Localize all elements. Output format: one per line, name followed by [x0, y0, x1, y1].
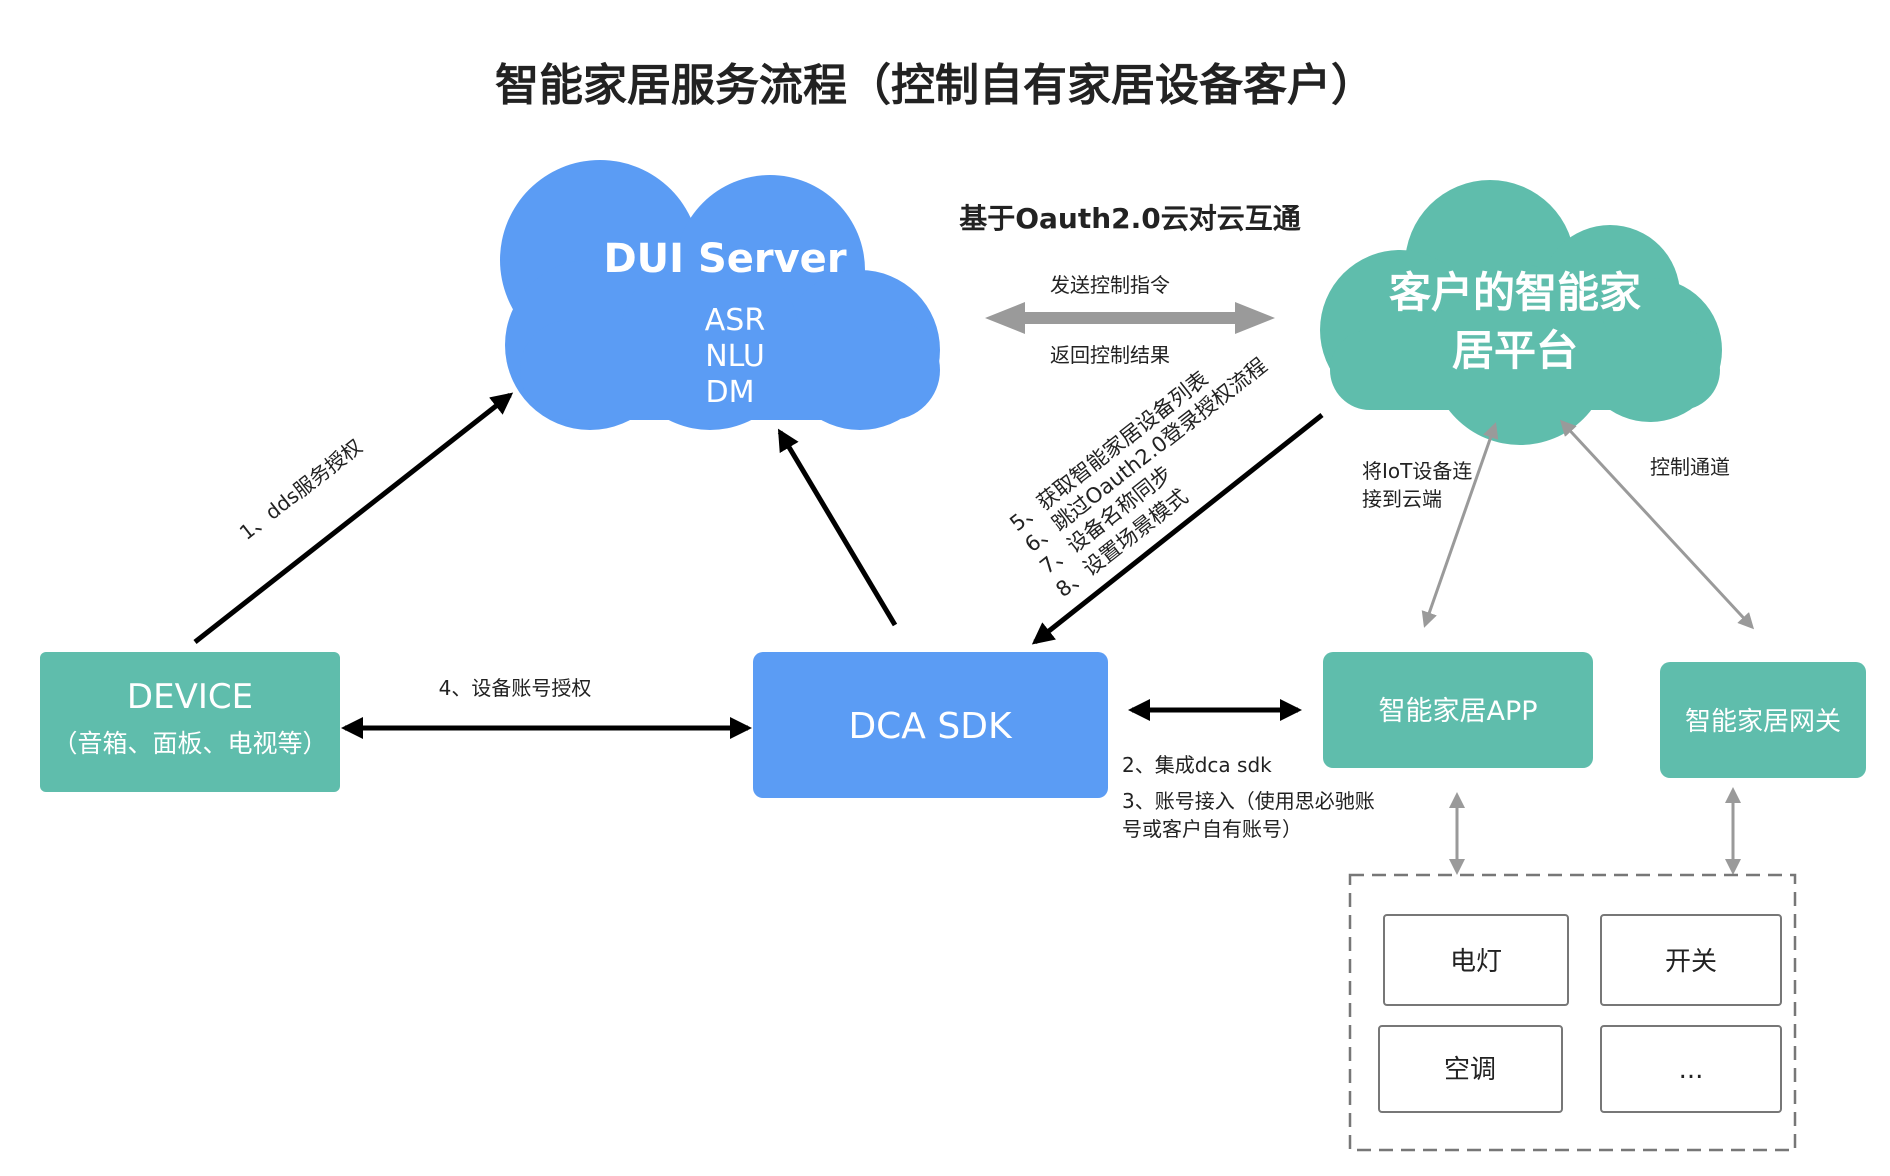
steps-5-8-labels: 5、获取智能家居设备列表 6、跳过Oauth2.0登录授权流程 7、设备名称同步…: [1005, 353, 1271, 602]
cloud-to-cloud-arrow: [985, 302, 1275, 334]
switch-box: [1600, 914, 1782, 1006]
dui-server-cloud: DUI Server ASR NLU DM: [500, 160, 940, 430]
iot-connect-label-2: 接到云端: [1362, 487, 1442, 511]
dui-server-name: DUI Server: [603, 236, 846, 282]
dca-sdk-name: DCA SDK: [848, 706, 1013, 747]
device-name: DEVICE: [127, 677, 253, 717]
control-channel-label: 控制通道: [1650, 455, 1730, 479]
device-box: [40, 652, 340, 792]
client-platform-cloud: 客户的智能家 居平台: [1320, 180, 1722, 445]
client-platform-line1: 客户的智能家: [1389, 268, 1641, 317]
oauth-label: 基于Oauth2.0云对云互通: [959, 202, 1301, 235]
iot-connect-label-1: 将IoT设备连: [1362, 459, 1472, 483]
arrow-platform-gateway: [1559, 419, 1755, 630]
return-result-label: 返回控制结果: [1050, 343, 1170, 367]
smart-home-gateway-box: [1660, 662, 1866, 778]
client-platform-line2: 居平台: [1452, 326, 1578, 375]
more-box: [1600, 1025, 1782, 1113]
dca-sdk-box: [753, 652, 1108, 798]
smart-home-app-box: [1323, 652, 1593, 768]
account-auth-label: 4、设备账号授权: [439, 676, 592, 700]
integrate-sdk-label: 2、集成dca sdk: [1122, 753, 1272, 777]
device-group: [1348, 873, 1797, 1152]
smart-home-gateway-name: 智能家居网关: [1685, 707, 1841, 737]
diagram-title: 智能家居服务流程（控制自有家居设备客户）: [495, 60, 1375, 111]
dui-server-dm: DM: [706, 375, 755, 410]
more-label: ...: [1679, 1055, 1704, 1085]
arrow-app-platform: [1421, 422, 1499, 628]
arrow-platform-to-sdk: [1031, 413, 1324, 645]
dui-server-nlu: NLU: [705, 339, 765, 374]
switch-label: 开关: [1665, 947, 1717, 977]
ac-label: 空调: [1444, 1055, 1496, 1085]
account-access-label-1: 3、账号接入（使用思必驰账: [1122, 789, 1375, 813]
arrow-sdk-to-dui: [777, 428, 898, 627]
ac-box: [1378, 1025, 1563, 1113]
device-sub: （音箱、面板、电视等）: [52, 729, 327, 758]
light-label: 电灯: [1450, 947, 1502, 977]
send-command-label: 发送控制指令: [1050, 273, 1170, 297]
smart-home-app-name: 智能家居APP: [1378, 696, 1537, 727]
account-access-label-2: 号或客户自有账号）: [1122, 817, 1302, 841]
dds-auth-label: 1、dds服务授权: [235, 434, 367, 544]
dui-server-asr: ASR: [705, 303, 765, 338]
arrow-device-to-dui: [193, 392, 514, 644]
light-box: [1383, 914, 1569, 1006]
